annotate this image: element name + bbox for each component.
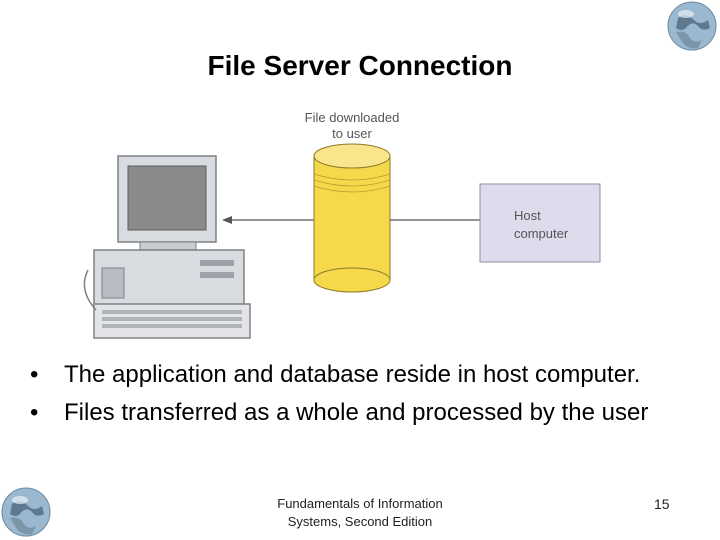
globe-icon [1,487,51,537]
bullet-text: The application and database reside in h… [64,361,641,388]
slide-title: File Server Connection [0,50,720,82]
bullet-text: Files transferred as a whole and process… [64,399,649,426]
bullet-marker: • [30,361,39,388]
footer-line1: Fundamentals of Information [277,496,443,511]
bullet-item: • The application and database reside in… [30,360,670,390]
bullet-marker: • [30,399,39,426]
page-number: 15 [654,496,670,512]
transfer-label-line1: File downloaded [305,110,400,125]
globe-icon [667,1,717,51]
bullet-list: • The application and database reside in… [30,360,670,436]
file-server-diagram: File downloaded to user Host comput [83,110,601,339]
download-arrow [222,216,314,224]
transfer-label-line2: to user [332,126,372,141]
database-icon [313,143,391,293]
user-computer-icon [83,155,251,339]
host-label-line2: computer [514,226,569,241]
host-computer-box: Host computer [479,183,601,263]
footer-line2: Systems, Second Edition [287,514,433,529]
slide-title-text: File Server Connection [207,50,513,81]
host-label-line1: Host [514,208,541,223]
bullet-item: • Files transferred as a whole and proce… [30,398,670,428]
slide-footer: Fundamentals of Information Systems, Sec… [250,495,470,531]
